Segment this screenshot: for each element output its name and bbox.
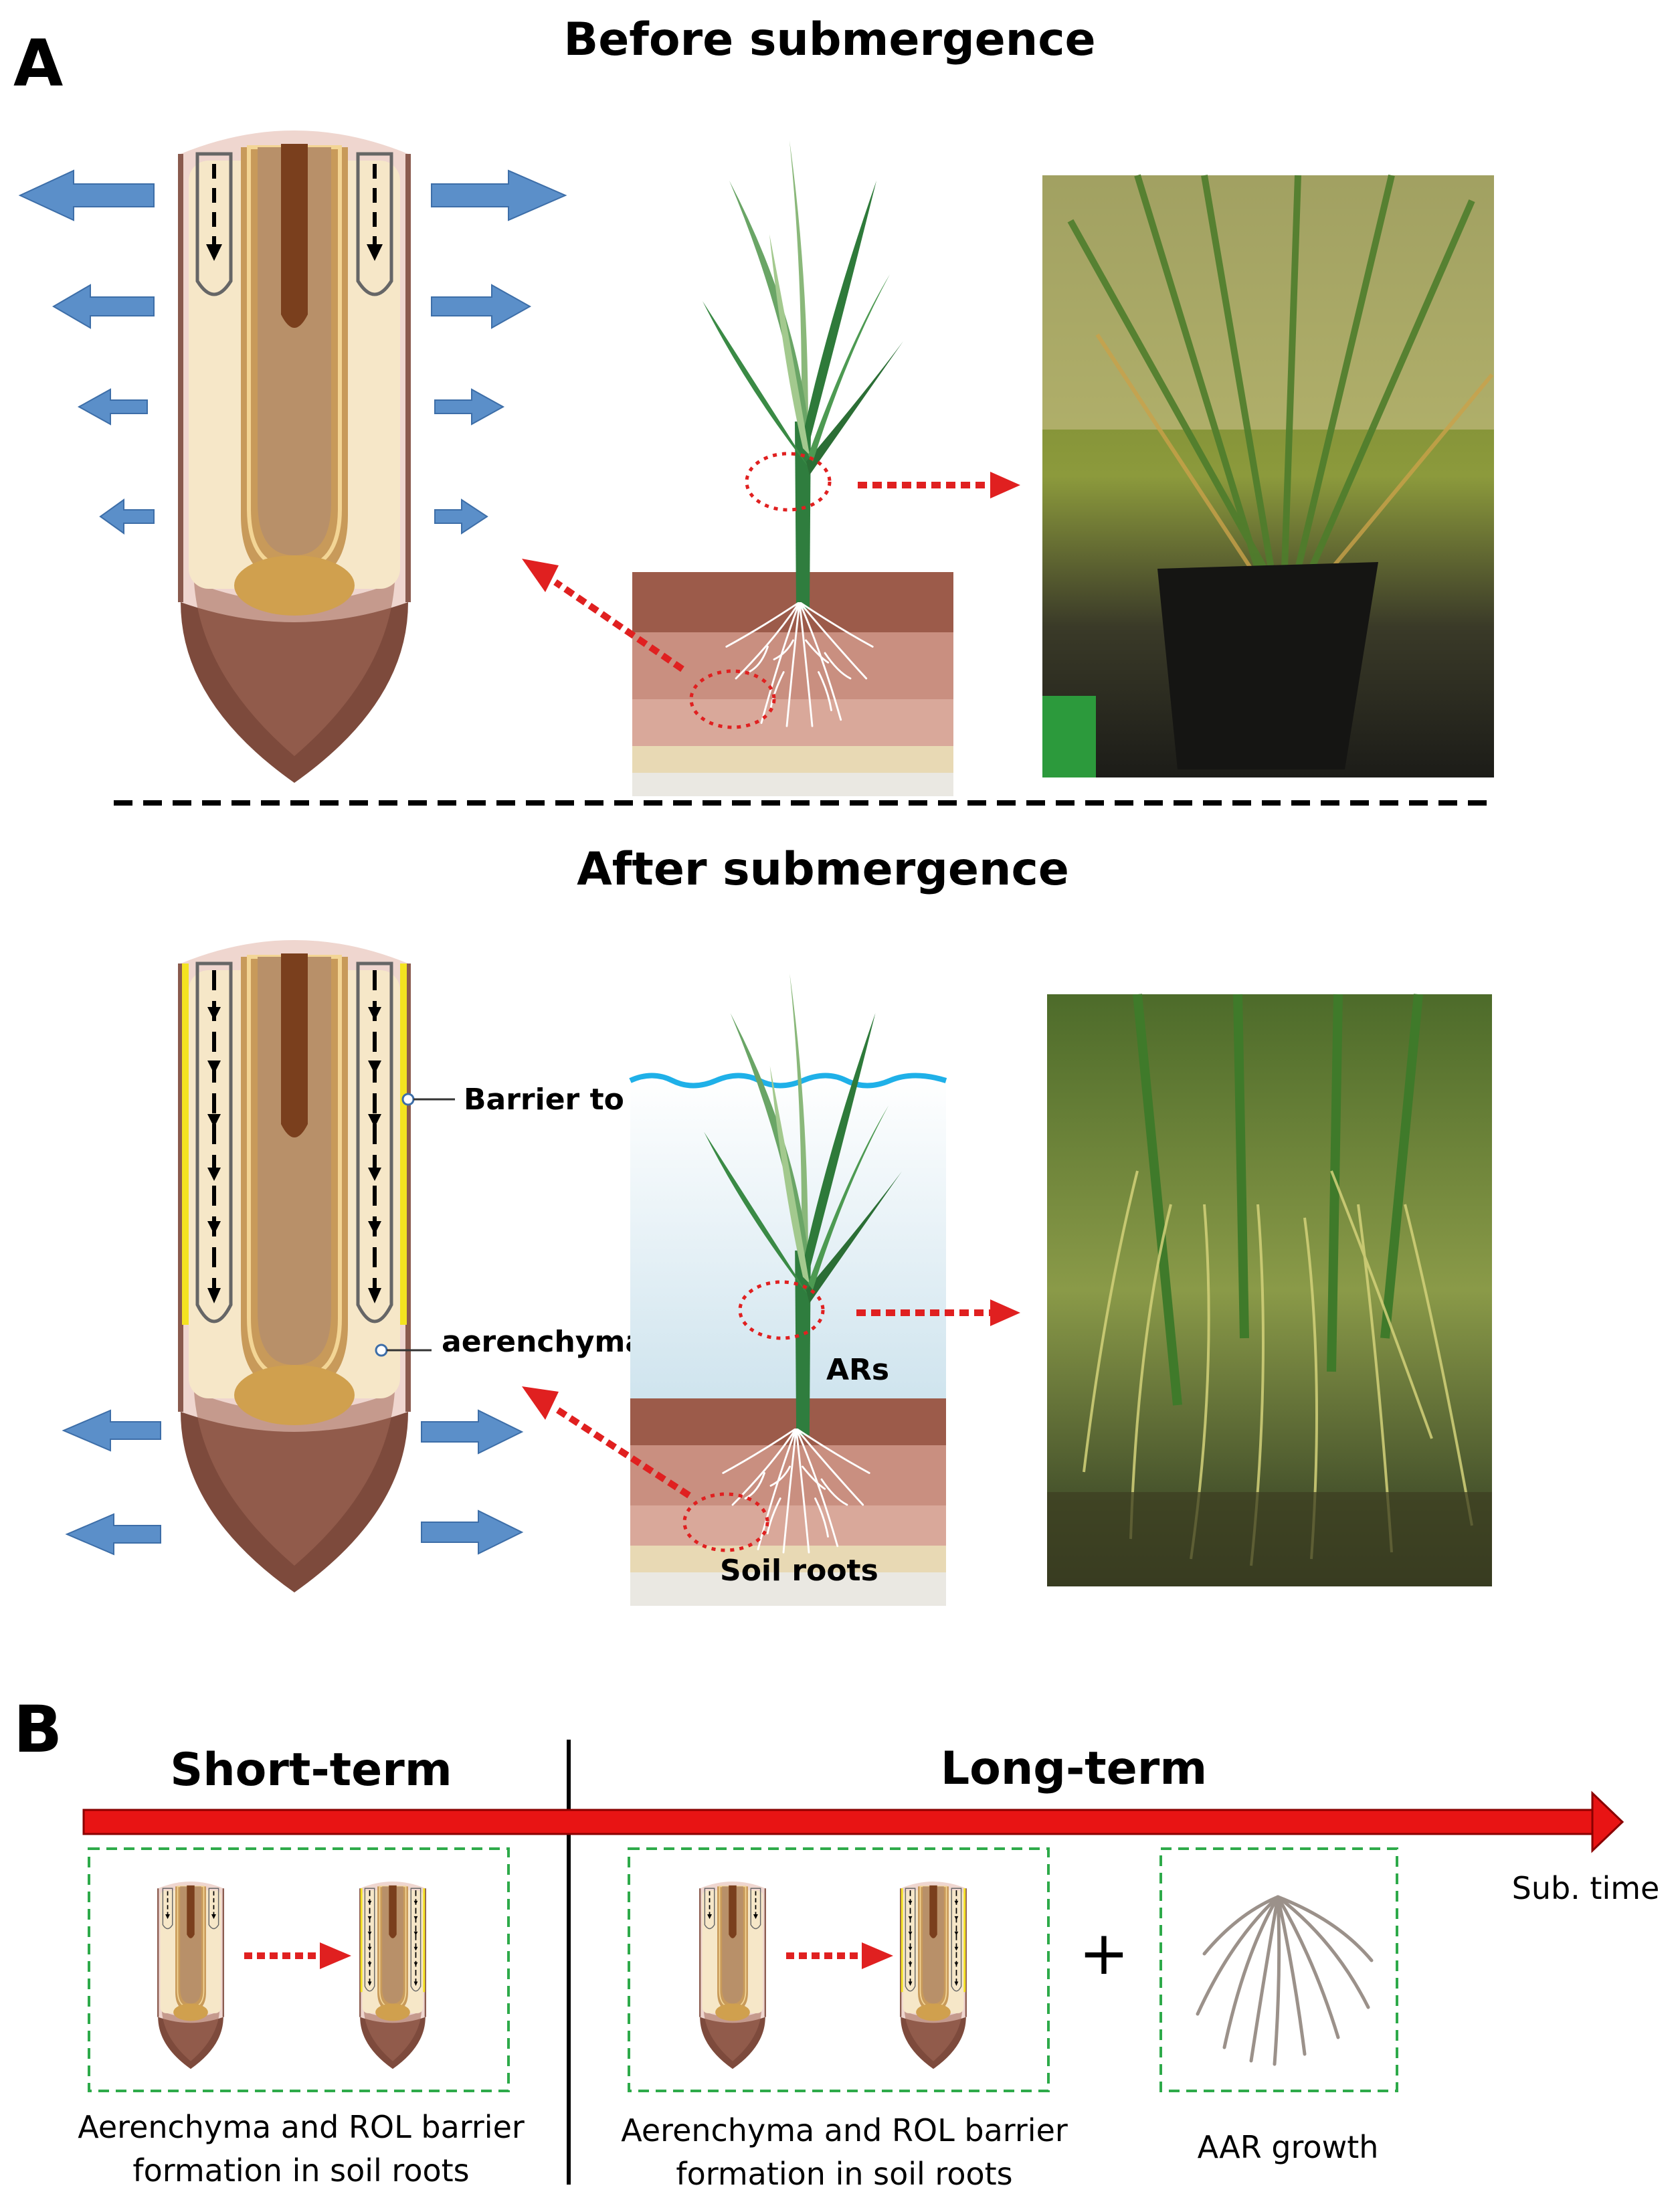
short-term-caption-line2: formation in soil roots [132, 2152, 469, 2189]
photo-after [1047, 994, 1492, 1586]
short-term-caption-line1: Aerenchyma and ROL barrier [78, 2109, 525, 2145]
aar-growth-caption: AAR growth [1198, 2129, 1379, 2165]
plus-sign: + [1079, 1918, 1129, 1989]
soil-roots-label: Soil roots [720, 1554, 878, 1588]
oxygen-flux-arrows-after [62, 1409, 524, 1556]
aerenchyma-label: aerenchyma [442, 1325, 645, 1359]
aar-growth-box [1159, 1847, 1398, 2092]
short-term-box [88, 1847, 510, 2092]
plant-illustration-before [632, 141, 953, 796]
time-axis-label: Sub. time [1512, 1870, 1660, 1906]
long-term-caption-line2: formation in soil roots [676, 2156, 1012, 2192]
oxygen-flux-arrows-before [18, 169, 567, 535]
before-title: Before submergence [563, 13, 1095, 66]
short-term-label: Short-term [170, 1744, 452, 1797]
ars-label: ARs [826, 1353, 889, 1387]
dotted-arrow-to-root-before [522, 559, 684, 672]
long-term-label: Long-term [941, 1742, 1207, 1795]
long-term-caption-line1: Aerenchyma and ROL barrier [621, 2112, 1068, 2148]
dotted-arrow-to-photo-after [856, 1299, 1020, 1326]
dotted-arrow-to-root-after [522, 1386, 691, 1499]
aerial-roots-icon [1196, 1895, 1374, 2066]
aerenchyma-callout: aerenchyma [375, 1325, 645, 1359]
root-diagram-after [181, 940, 408, 1592]
plant-illustration-after: ARs Soil roots [629, 974, 947, 1606]
panel-b-letter: B [13, 1692, 62, 1767]
photo-before [1042, 174, 1494, 777]
long-term-box [628, 1847, 1050, 2092]
after-title: After submergence [577, 843, 1069, 896]
root-diagram-before [181, 130, 408, 783]
panel-a-letter: A [13, 26, 63, 101]
dotted-arrow-to-photo-before [858, 472, 1020, 498]
submergence-time-arrow [82, 1790, 1624, 1853]
